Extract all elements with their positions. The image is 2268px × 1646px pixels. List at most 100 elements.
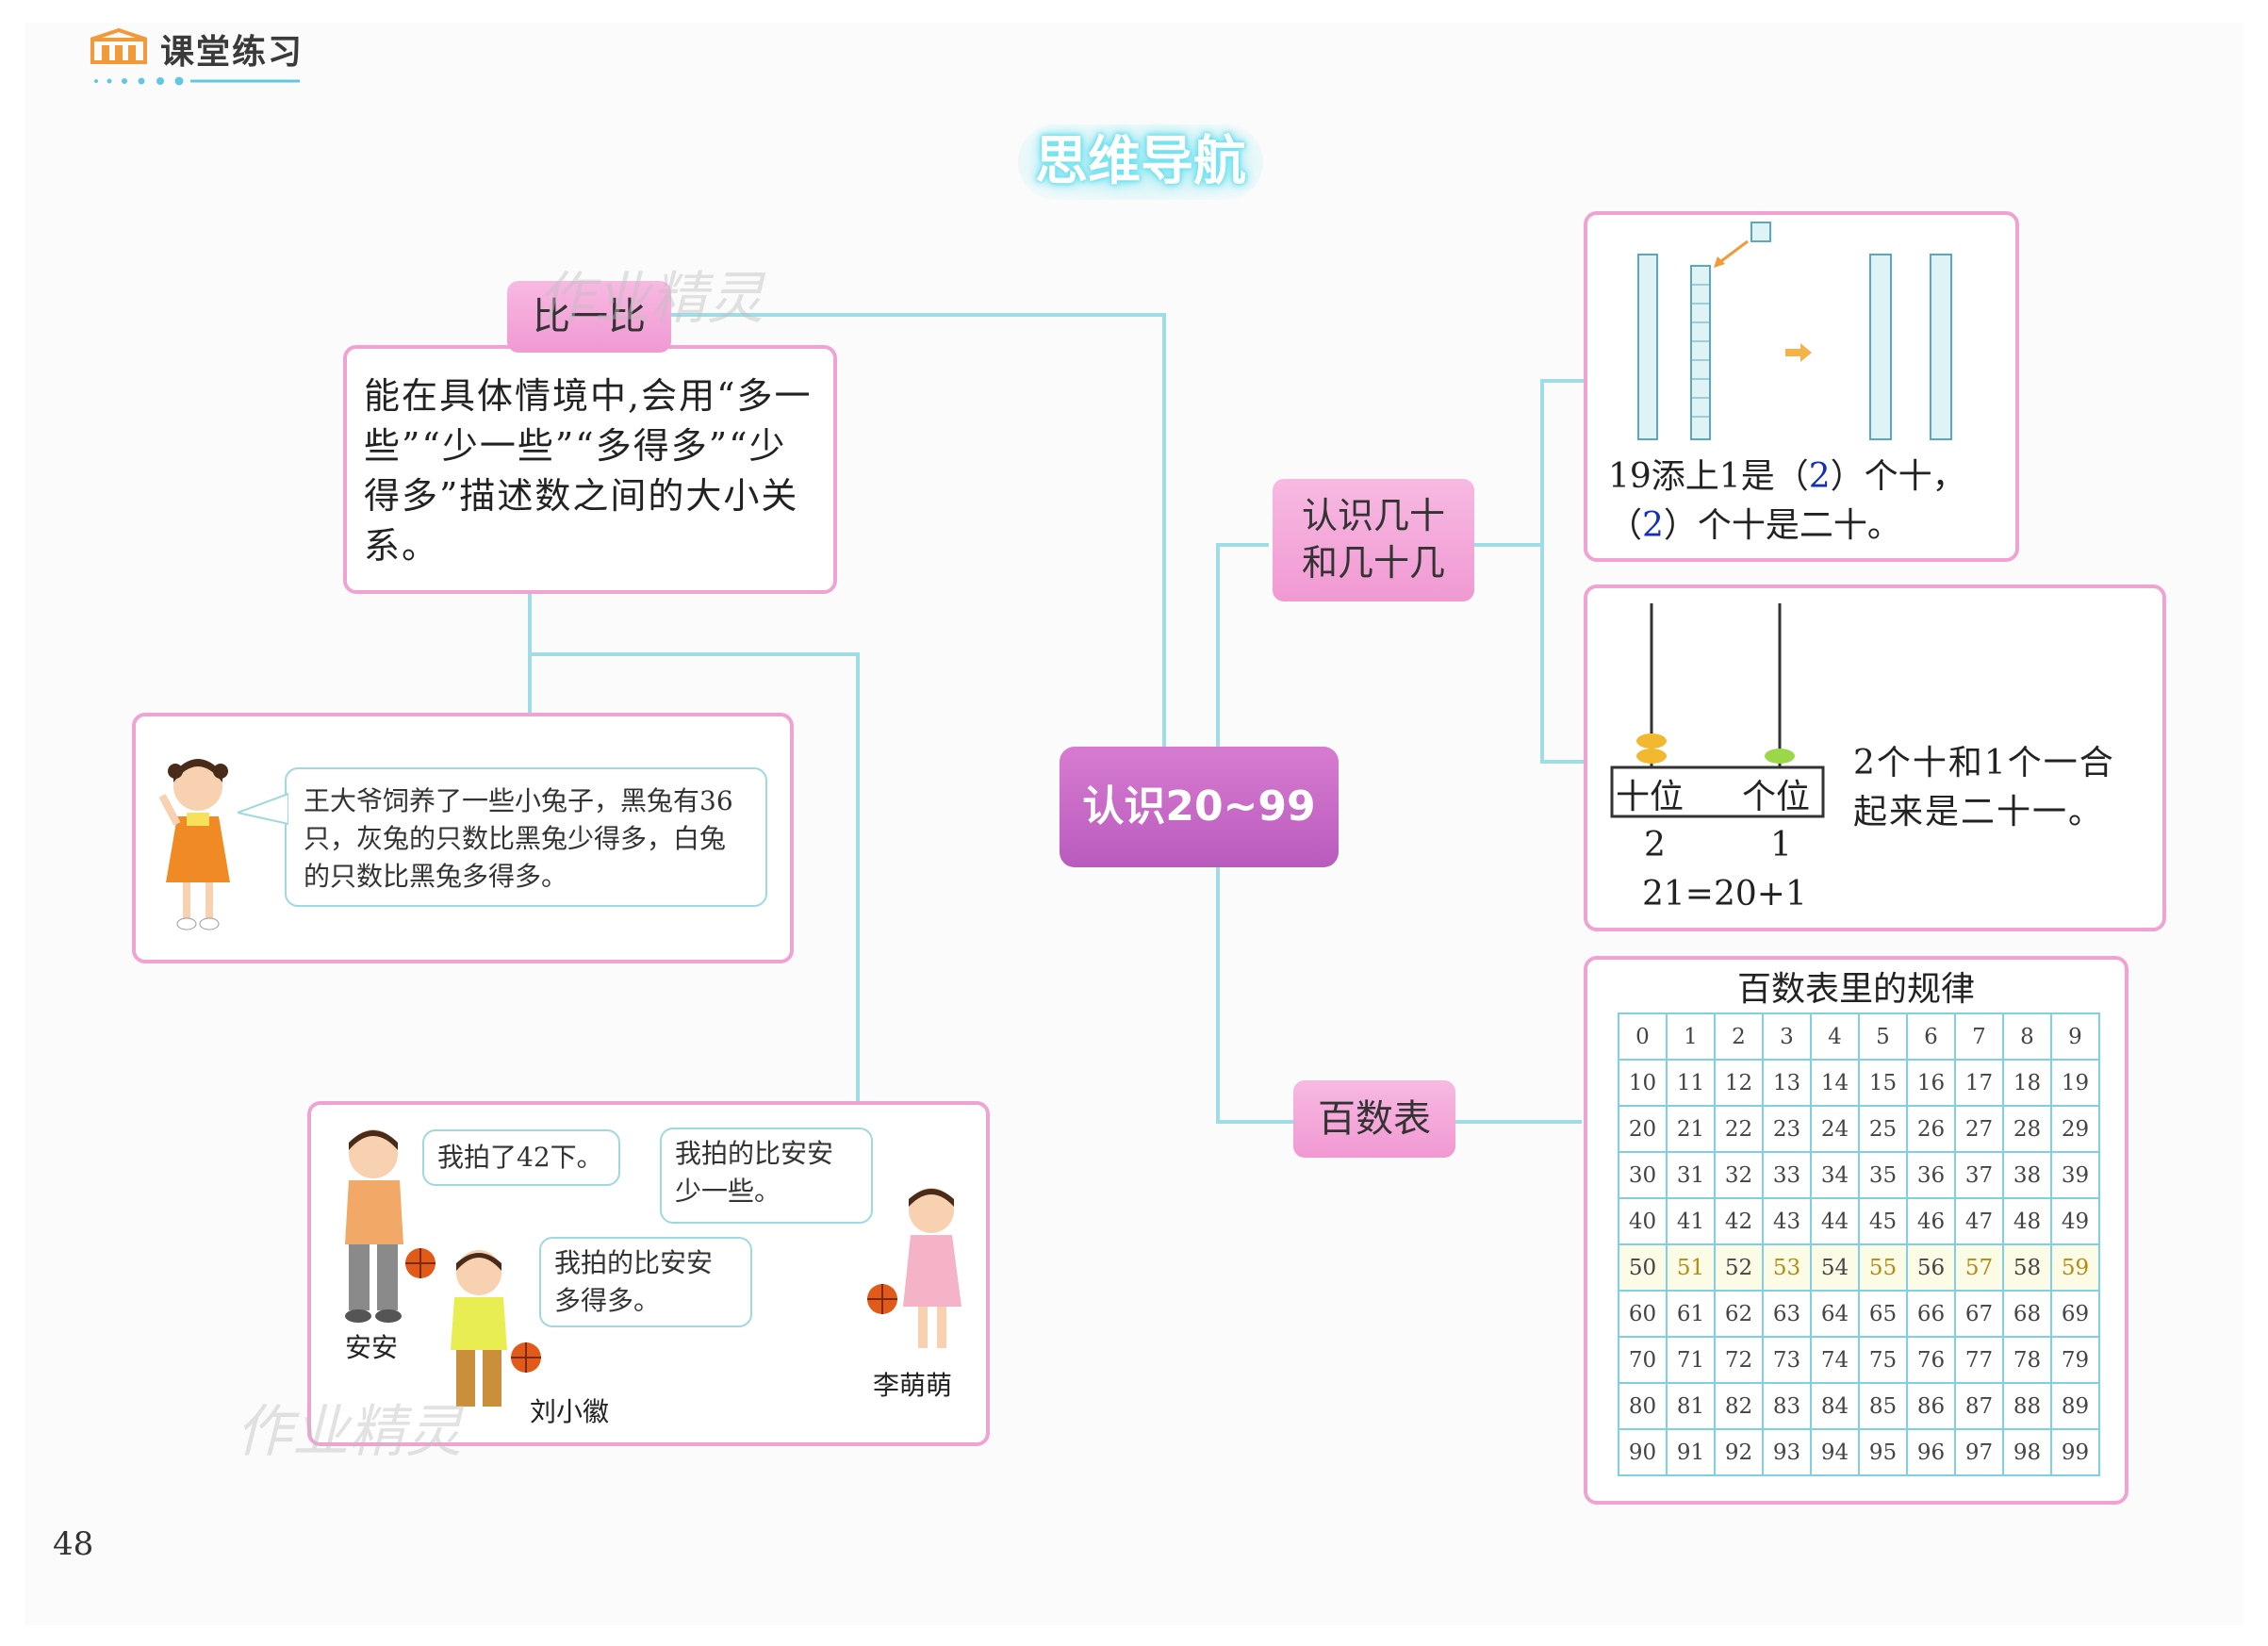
hundred-table-cell: 44 (1810, 1197, 1860, 1245)
hundred-table-cell: 1 (1666, 1012, 1716, 1061)
boy-liuxiaohui-illustration (451, 1250, 541, 1407)
hundred-table-cell: 90 (1618, 1428, 1668, 1476)
connector (1216, 1120, 1293, 1124)
hundred-table-cell: 34 (1810, 1151, 1860, 1199)
hundred-table-cell: 76 (1906, 1336, 1956, 1384)
connector (1444, 1120, 1582, 1124)
hundred-table-cell: 8 (2002, 1012, 2052, 1061)
hundred-table-cell: 0 (1618, 1012, 1668, 1061)
hundred-table-cell: 73 (1762, 1336, 1812, 1384)
name-limengmeng: 李萌萌 (873, 1370, 953, 1401)
hundred-table-cell: 84 (1810, 1382, 1860, 1430)
hundred-table-cell: 61 (1666, 1290, 1716, 1338)
hundred-table-cell: 5 (1858, 1012, 1908, 1061)
hundred-table-cell: 62 (1714, 1290, 1764, 1338)
hundred-table-cell: 38 (2002, 1151, 2052, 1199)
hundred-table-cell: 30 (1618, 1151, 1668, 1199)
anan-speech: 我拍了42下。 (437, 1142, 603, 1173)
hundred-table-cell: 99 (2050, 1428, 2100, 1476)
connector (1540, 379, 1544, 764)
hundred-table-cell: 23 (1762, 1105, 1812, 1153)
hundred-table-cell: 26 (1906, 1105, 1956, 1153)
hundred-table-cell: 16 (1906, 1059, 1956, 1107)
limengmeng-speech: 我拍的比安安少一些。 (675, 1138, 834, 1207)
watermark-top: 作业精灵 (537, 266, 764, 332)
hundred-table-cell: 43 (1762, 1197, 1812, 1245)
counting-sticks-illustration (1637, 222, 1952, 440)
sticks-line2-answer: 2 (1642, 506, 1664, 545)
hundred-table-cell: 3 (1762, 1012, 1812, 1061)
hundred-table-cell: 35 (1858, 1151, 1908, 1199)
sticks-text-line1: 19添上1是（2）个十， (1608, 449, 1966, 498)
hundred-table-cell: 21 (1666, 1105, 1716, 1153)
hundred-table-cell: 79 (2050, 1336, 2100, 1384)
hundred-table-cell: 74 (1810, 1336, 1860, 1384)
hundred-table-cell: 77 (1954, 1336, 2004, 1384)
hundred-table-cell: 39 (2050, 1151, 2100, 1199)
hundred-table-cell: 71 (1666, 1336, 1716, 1384)
hundred-table-cell: 10 (1618, 1059, 1668, 1107)
hundred-table-cell: 60 (1618, 1290, 1668, 1338)
hundred-table-cell: 17 (1954, 1059, 2004, 1107)
hundred-table-cell: 82 (1714, 1382, 1764, 1430)
hundred-table-cell: 80 (1618, 1382, 1668, 1430)
hundred-table-cell: 83 (1762, 1382, 1812, 1430)
boy-anan-illustration (345, 1129, 436, 1323)
hundred-table-cell: 22 (1714, 1105, 1764, 1153)
hundred-table-cell: 95 (1858, 1428, 1908, 1476)
sticks-line1-answer: 2 (1808, 457, 1831, 496)
hundred-table-title: 百数表里的规律 (1736, 970, 1975, 1009)
abacus-digit-ones: 1 (1770, 826, 1792, 864)
hundred-table-cell: 51 (1666, 1243, 1716, 1292)
liuxiaohui-speech-bubble: 我拍的比安安多得多。 (539, 1237, 752, 1327)
hundred-table-cell: 27 (1954, 1105, 2004, 1153)
hundred-table-cell: 41 (1666, 1197, 1716, 1245)
hundred-table-cell: 97 (1954, 1428, 2004, 1476)
hundred-table-cell: 87 (1954, 1382, 2004, 1430)
hundred-table-cell: 33 (1762, 1151, 1812, 1199)
limengmeng-speech-bubble: 我拍的比安安少一些。 (660, 1128, 873, 1224)
hundred-table-cell: 94 (1810, 1428, 1860, 1476)
compare-tag: 比一比 (507, 281, 671, 353)
connector (1540, 379, 1586, 383)
center-topic-label: 认识20~99 (1082, 782, 1316, 831)
sticks-line2-post: ）个十是二十。 (1663, 506, 1901, 545)
hundred-table-cell: 47 (1954, 1197, 2004, 1245)
hundred-table-cell: 19 (2050, 1059, 2100, 1107)
liuxiaohui-speech: 我拍的比安安多得多。 (554, 1247, 714, 1316)
hundred-table-cell: 85 (1858, 1382, 1908, 1430)
compare-description-box: 能在具体情境中,会用“多一些”“少一些”“多得多”“少得多”描述数之间的大小关系… (343, 345, 837, 594)
sticks-line1-post: ）个十， (1830, 457, 1966, 496)
girl-limengmeng-illustration (867, 1188, 961, 1348)
hundred-table-cell: 63 (1762, 1290, 1812, 1338)
tens-tag-line1: 认识几十 (1301, 495, 1445, 536)
abacus-label-tens: 十位 (1616, 778, 1685, 816)
connector (528, 652, 860, 656)
connector (1540, 760, 1586, 764)
hundred-table-cell: 55 (1858, 1243, 1908, 1292)
hundred-table-cell: 42 (1714, 1197, 1764, 1245)
hundred-table-cell: 37 (1954, 1151, 2004, 1199)
sticks-text-line2: （2）个十是二十。 (1608, 498, 1901, 547)
tens-tag: 认识几十 和几十几 (1273, 479, 1474, 601)
mind-map-title: 思维导航 (1018, 124, 1263, 200)
hundred-table-cell: 78 (2002, 1336, 2052, 1384)
connector (528, 594, 532, 726)
hundred-table-cell: 29 (2050, 1105, 2100, 1153)
tens-tag-line2: 和几十几 (1301, 542, 1445, 584)
hundred-table-cell: 24 (1810, 1105, 1860, 1153)
hundred-table-cell: 66 (1906, 1290, 1956, 1338)
hundred-table-cell: 88 (2002, 1382, 2052, 1430)
abacus-box (1584, 584, 2166, 931)
hundred-table-tag-label: 百数表 (1318, 1097, 1431, 1141)
hundred-table-cell: 15 (1858, 1059, 1908, 1107)
girl-illustration (158, 759, 230, 930)
hundred-table-cell: 89 (2050, 1382, 2100, 1430)
abacus-explanation: 2个十和1个一合起来是二十一。 (1853, 744, 2115, 831)
